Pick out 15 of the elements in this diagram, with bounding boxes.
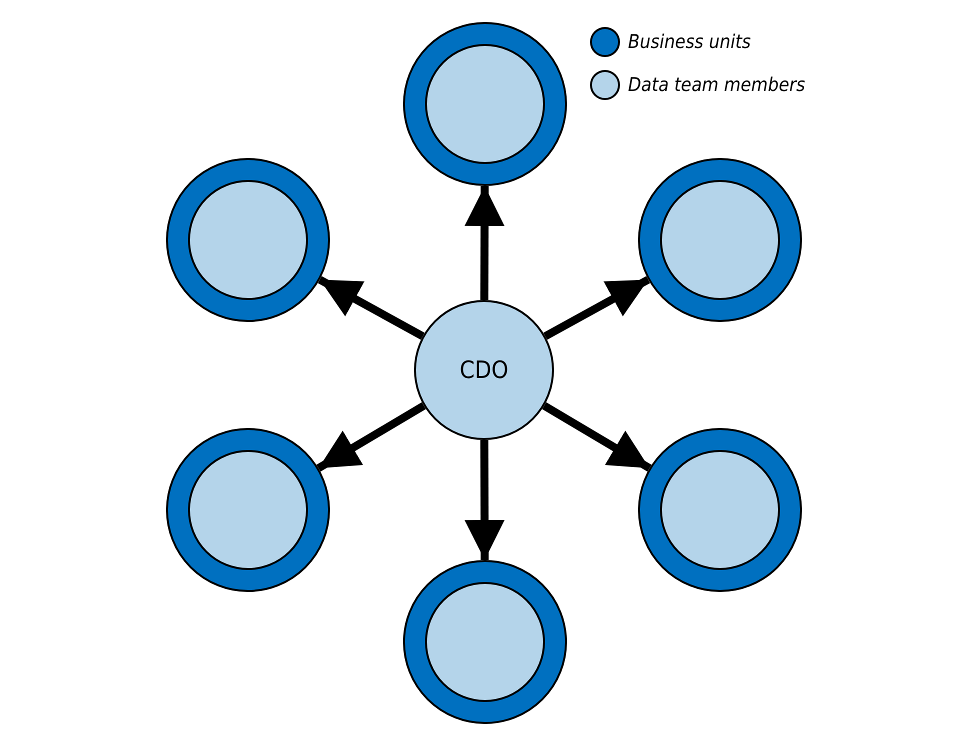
member-circle (425, 44, 545, 164)
member-circle (188, 450, 308, 570)
arrow (464, 440, 505, 560)
legend-label: Business units (628, 31, 751, 53)
hub-circle: CDO (414, 300, 554, 440)
arrow (543, 276, 650, 340)
arrow (464, 186, 505, 300)
legend-label: Data team members (628, 74, 806, 96)
member-circle (425, 582, 545, 702)
member-circle (660, 450, 780, 570)
member-circle (660, 180, 780, 300)
member-circle (188, 180, 308, 300)
arrow (316, 402, 426, 472)
arrow (318, 276, 425, 340)
arrow (542, 402, 652, 472)
